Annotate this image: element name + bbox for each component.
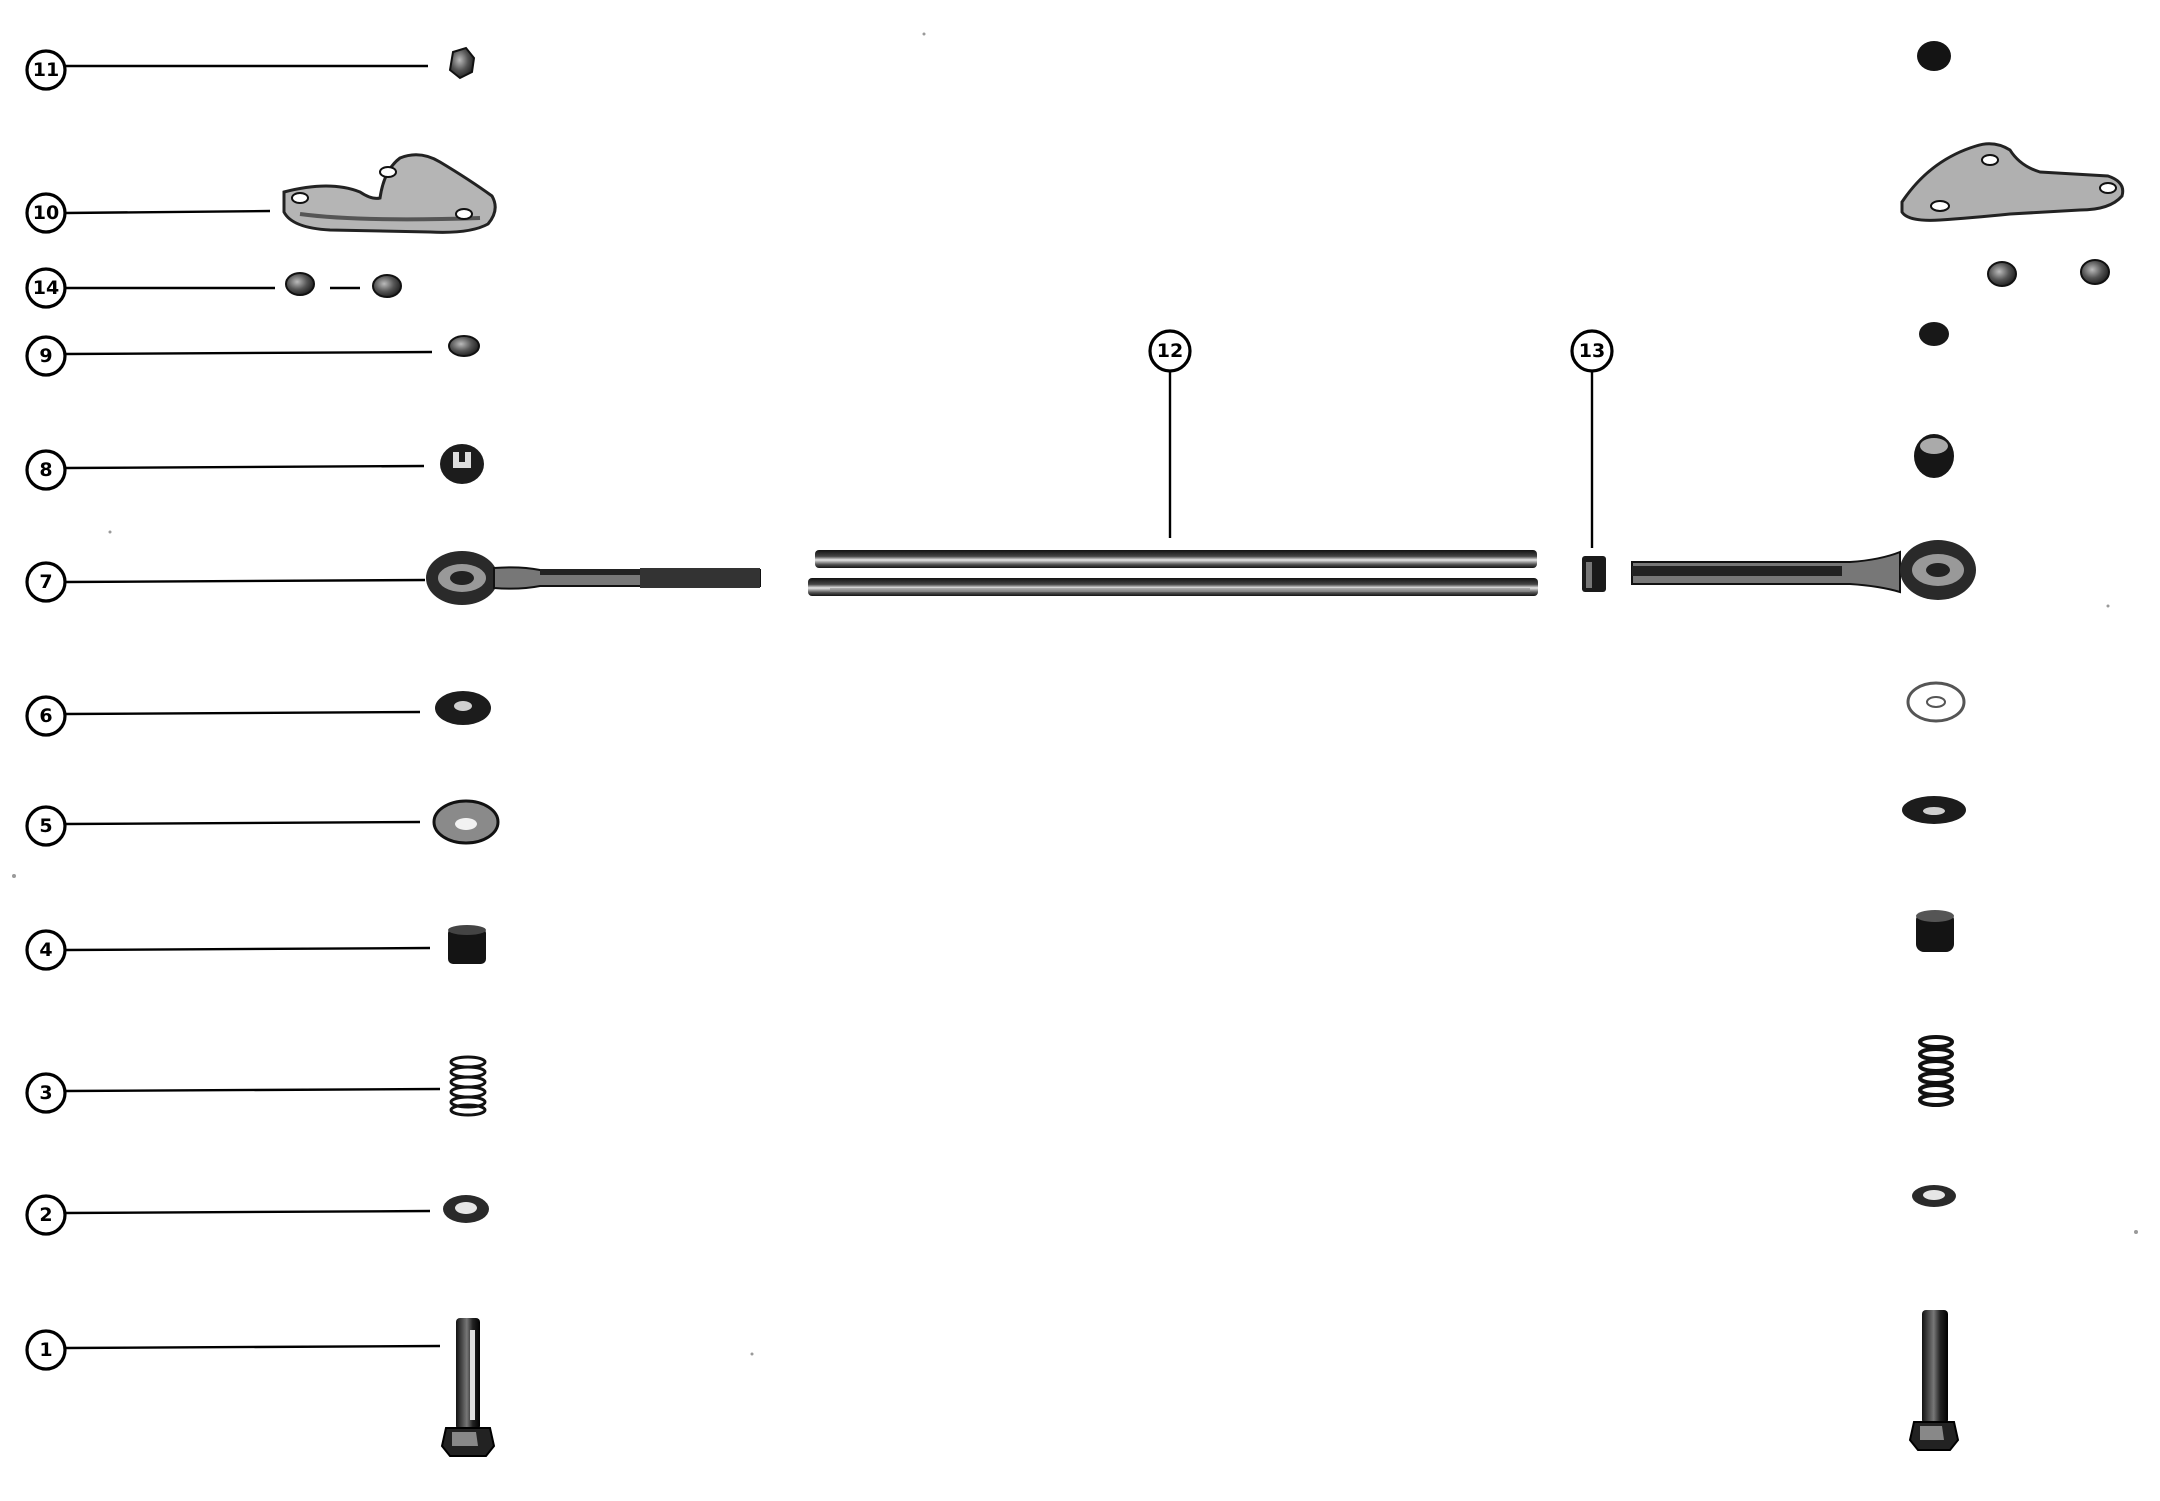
left-nuts-part-14 — [285, 272, 402, 298]
right-nuts — [1987, 259, 2110, 287]
left-bracket-part-10 — [282, 153, 497, 234]
leader-line-8 — [64, 464, 425, 470]
right-washer-light — [1906, 681, 1966, 723]
leader-line-3 — [64, 1087, 441, 1093]
callout-12-label: 12 — [1157, 340, 1183, 362]
left-washer-part-6 — [435, 691, 491, 725]
scan-speck — [12, 874, 16, 878]
callout-1-label: 1 — [39, 1339, 52, 1361]
left-bolt-part-1 — [440, 1318, 496, 1457]
tube-part-12 — [808, 550, 1538, 596]
callout-9: 9 — [25, 335, 433, 377]
callout-4: 4 — [25, 929, 431, 971]
callout-6: 6 — [25, 695, 421, 737]
leader-line-9 — [64, 350, 433, 356]
jam-nut-part-13 — [1582, 556, 1606, 592]
callout-13: 13 — [1570, 329, 1614, 548]
right-nut — [1919, 322, 1949, 346]
leader-line-5 — [64, 820, 421, 826]
callout-11: 11 — [25, 49, 428, 91]
right-washer-dark — [1902, 796, 1966, 824]
right-castle-nut — [1914, 434, 1954, 478]
callout-3: 3 — [25, 1072, 441, 1114]
leader-line-1 — [64, 1344, 441, 1350]
scan-speck — [2106, 604, 2110, 608]
callout-5: 5 — [25, 805, 421, 847]
callout-1: 1 — [25, 1329, 441, 1371]
callout-10-label: 10 — [33, 202, 59, 224]
callout-14: 14 — [25, 267, 360, 309]
callout-14-label: 14 — [33, 277, 59, 299]
callout-5-label: 5 — [39, 815, 52, 837]
right-spring — [1918, 1035, 1954, 1107]
right-bracket — [1900, 142, 2125, 222]
callout-9-label: 9 — [39, 345, 52, 367]
right-washer-small — [1912, 1185, 1956, 1207]
left-locknut-part-11 — [448, 46, 476, 80]
leader-line-2 — [64, 1209, 431, 1215]
scan-speck — [750, 1352, 754, 1356]
left-nut-part-9 — [448, 335, 480, 357]
scan-speck — [2134, 1230, 2138, 1234]
leader-line-4 — [64, 946, 431, 952]
left-washer-part-2 — [443, 1195, 489, 1223]
scan-speck — [922, 32, 926, 36]
callout-4-label: 4 — [39, 939, 52, 961]
right-bolt — [1908, 1310, 1960, 1451]
left-spring-part-3 — [449, 1055, 487, 1117]
callout-13-label: 13 — [1579, 340, 1605, 362]
callout-2-label: 2 — [39, 1204, 52, 1226]
callout-2: 2 — [25, 1194, 431, 1236]
right-rod-end — [1631, 540, 1976, 600]
left-bushing-part-4 — [448, 925, 486, 964]
leader-line-10 — [64, 209, 271, 215]
leader-line-7 — [64, 578, 426, 584]
callout-8: 8 — [25, 449, 425, 491]
callout-8-label: 8 — [39, 459, 52, 481]
left-castle-nut-part-8 — [440, 444, 484, 484]
callout-10: 10 — [25, 192, 271, 234]
callout-12: 12 — [1148, 329, 1192, 538]
callout-11-label: 11 — [33, 59, 59, 81]
callout-7: 7 — [25, 561, 426, 603]
left-washer-part-5 — [432, 799, 500, 845]
callout-3-label: 3 — [39, 1082, 52, 1104]
scan-speck — [108, 530, 112, 534]
leader-line-6 — [64, 710, 421, 716]
right-locknut — [1917, 41, 1951, 71]
right-bushing — [1916, 910, 1954, 952]
callout-6-label: 6 — [39, 705, 52, 727]
callout-7-label: 7 — [39, 571, 52, 593]
left-rod-end-part-7 — [426, 551, 761, 605]
